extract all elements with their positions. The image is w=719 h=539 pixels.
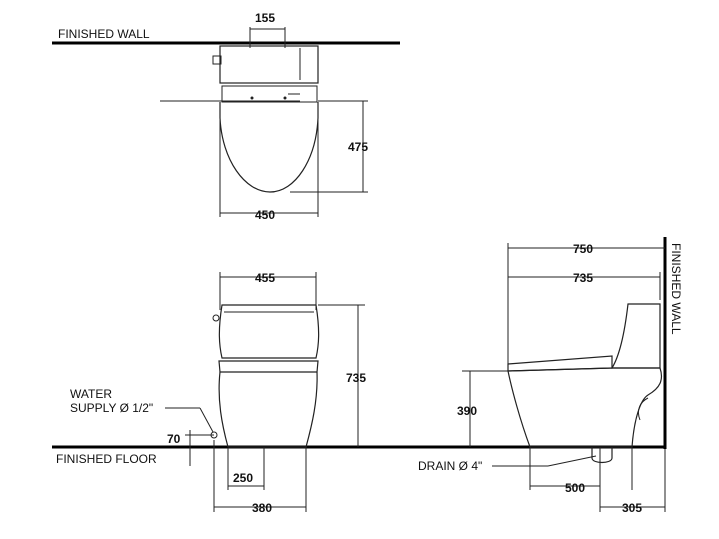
dim-500: 500 [565, 481, 585, 495]
front-view: FINISHED FLOOR 455 735 WATER SUPPLY Ø 1/… [52, 271, 665, 515]
bowl-front-view [218, 371, 318, 448]
dim-475: 475 [348, 140, 368, 154]
drain-label: DRAIN Ø 4" [418, 459, 482, 473]
bowl-top-view [219, 102, 319, 193]
top-view: FINISHED WALL 155 475 450 [52, 11, 400, 222]
dim-450: 450 [255, 208, 275, 222]
tank-side-view [610, 303, 661, 369]
dim-305: 305 [622, 501, 642, 515]
dim-250: 250 [233, 471, 253, 485]
dim-380: 380 [252, 501, 272, 515]
dim-735-side: 735 [573, 271, 593, 285]
dim-455: 455 [255, 271, 275, 285]
bowl-side-view [507, 367, 663, 448]
tank-top-view [219, 45, 319, 84]
water-supply-label-2: SUPPLY Ø 1/2" [70, 401, 153, 415]
dim-390: 390 [457, 404, 477, 418]
dim-155: 155 [255, 11, 275, 25]
finished-wall-side-label: FINISHED WALL [669, 243, 683, 335]
finished-wall-top-label: FINISHED WALL [58, 27, 150, 41]
water-supply-label-1: WATER [70, 387, 112, 401]
dim-70: 70 [167, 432, 181, 446]
dim-735-front: 735 [346, 371, 366, 385]
side-view: FINISHED WALL 750 735 390 DRAIN Ø 4" 5 [418, 237, 683, 515]
tank-front-view [218, 304, 320, 359]
dim-750: 750 [573, 242, 593, 256]
finished-floor-label: FINISHED FLOOR [56, 452, 157, 466]
